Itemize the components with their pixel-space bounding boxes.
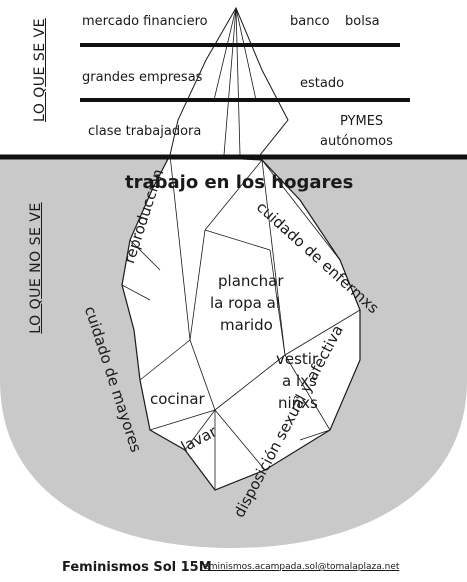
- label-visible: LO QUE SE VE: [32, 18, 48, 122]
- footer-email-link[interactable]: feminismos.acampada.sol@tomalaplaza.net: [200, 562, 400, 572]
- label-planchar-2: la ropa al: [210, 294, 280, 312]
- label-planchar-1: planchar: [218, 272, 284, 290]
- label-mercado: mercado financiero: [82, 14, 208, 29]
- label-clase-trabajadora: clase trabajadora: [88, 124, 202, 139]
- label-trabajo-hogares: trabajo en los hogares: [125, 172, 354, 193]
- label-vestir-1: vestir: [276, 350, 319, 368]
- label-banco: banco: [290, 14, 330, 29]
- label-pymes: PYMES: [340, 114, 384, 129]
- facet-lines: [121, 154, 361, 490]
- label-vestir-3: niñxs: [278, 394, 318, 412]
- label-bolsa: bolsa: [345, 14, 380, 29]
- label-planchar-3: marido: [220, 316, 273, 334]
- label-vestir-2: a lxs: [282, 372, 317, 390]
- label-estado: estado: [300, 76, 345, 91]
- label-grandes-empresas: grandes empresas: [82, 70, 203, 85]
- label-autonomos: autónomos: [320, 134, 393, 149]
- footer-name: Feminismos Sol 15M: [62, 560, 212, 575]
- label-hidden: LO QUE NO SE VE: [28, 202, 44, 334]
- label-cocinar: cocinar: [150, 390, 205, 408]
